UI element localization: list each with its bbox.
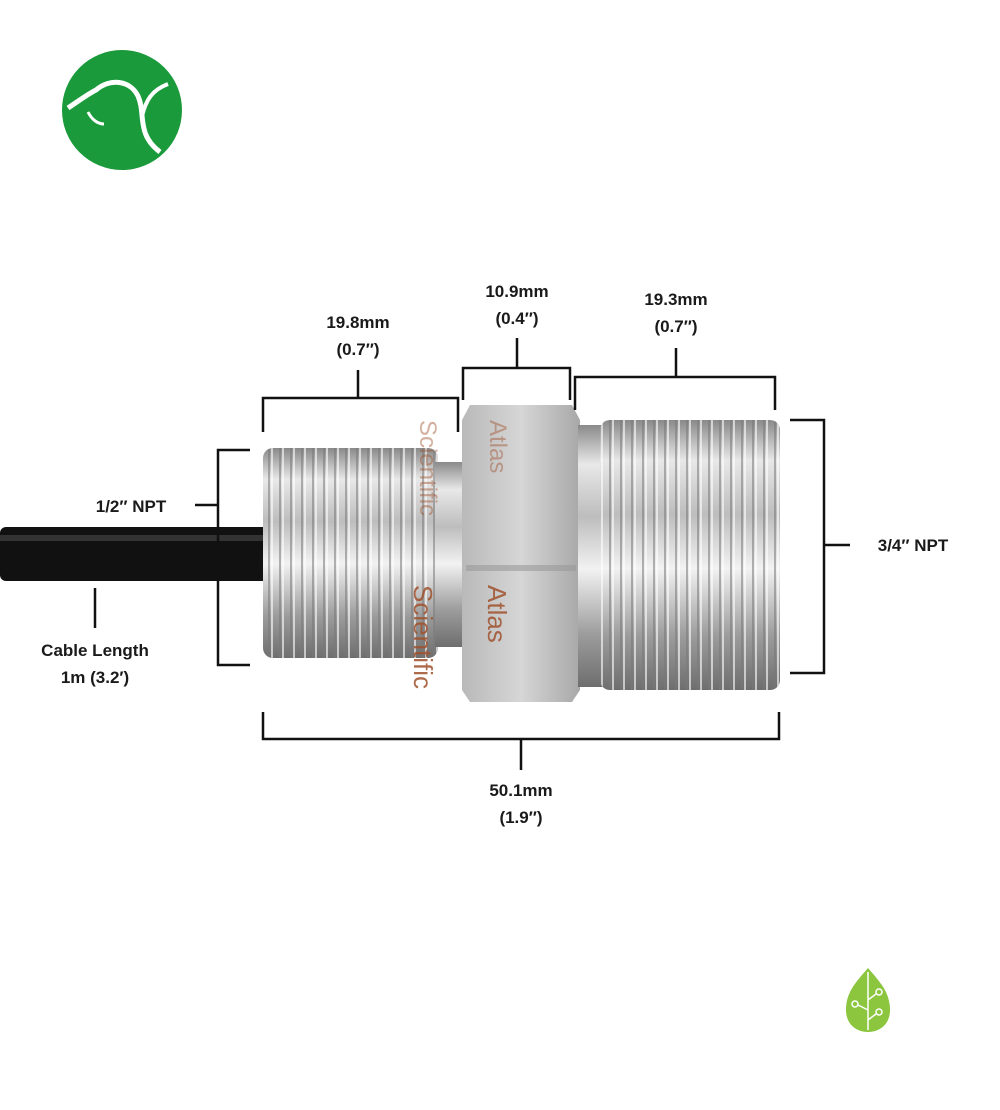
left-thread-length-label: 19.8mm (0.7″) [326,309,389,363]
dim-mm: 10.9mm [485,282,549,301]
svg-text:Atlas: Atlas [482,585,512,643]
cable-length-label: Cable Length 1m (3.2′) [41,637,149,691]
hex-length-label: 10.9mm (0.4″) [485,278,548,332]
dim-mm: 50.1mm [489,781,553,800]
right-thread-length-label: 19.3mm (0.7″) [644,286,707,340]
dim-in: (0.4″) [495,309,539,328]
right-thread-size-label: 3/4″ NPT [877,536,949,555]
brand-logo-icon [62,50,182,170]
cable-length-value: 1m (3.2′) [60,668,130,687]
left-thread [263,448,465,658]
dim-in: (1.9″) [499,808,543,827]
dim-mm: 19.8mm [326,313,390,332]
hex-nut: Atlas Scientific Atlas Scientific [408,405,580,702]
dimension-lines [93,338,850,770]
right-thread [578,420,780,690]
cable-length-title: Cable Length [41,641,149,660]
svg-text:Scientific: Scientific [408,585,438,689]
svg-text:Scientific: Scientific [414,420,441,516]
total-length-label: 50.1mm (1.9″) [489,777,552,831]
dim-mm: 19.3mm [644,290,708,309]
svg-text:Atlas: Atlas [484,420,511,473]
dim-in: (0.7″) [654,317,698,336]
leaf-circuit-icon [846,968,890,1032]
left-thread-size-label: 1/2″ NPT [95,497,167,516]
dim-in: (0.7″) [336,340,380,359]
